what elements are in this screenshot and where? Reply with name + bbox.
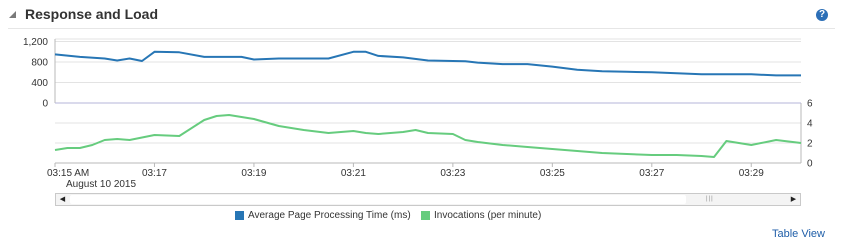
x-axis: 03:15 AM 03:17 03:19 03:21 03:23 03:25 03:27 03… [47,162,801,190]
arrow-left-icon[interactable]: ◀ [59,196,66,203]
y-tick-label: 1,200 [23,37,48,48]
scrollbar-thumb[interactable] [70,195,686,204]
y-tick-label: 400 [31,78,48,89]
x-tick-label: 03:21 [341,168,366,179]
chart-scrollbar[interactable]: ◀ ||| ▶ [55,193,801,206]
y-tick-label: 4 [807,119,813,130]
x-tick-label: 03:25 [540,168,565,179]
x-tick-label: 03:29 [739,168,764,179]
panel-title: Response and Load [25,6,159,22]
x-tick-label: 03:17 [142,168,167,179]
series-invocations [54,114,802,158]
legend-item-invocations[interactable]: Invocations (per minute) [421,208,541,222]
top-gridlines [55,38,801,84]
chart-legend: Average Page Processing Time (ms) Invoca… [0,208,843,222]
x-tick-label: 03:19 [241,168,266,179]
y-tick-label: 0 [807,159,813,170]
collapse-triangle-icon[interactable] [9,11,16,18]
x-tick-label: 03:23 [440,168,465,179]
x-tick-label: 03:27 [639,168,664,179]
legend-swatch [235,210,244,220]
legend-swatch [421,210,430,220]
panel-header: Response and Load ? [0,0,843,30]
response-load-chart: 0 400 800 1,200 0 2 4 6 03:15 AM 03:17 03:19 03:2… [23,37,813,190]
x-date-label: August 10 2015 [66,179,136,190]
grip-lines-icon[interactable]: ||| [706,196,714,202]
bottom-y-axis: 0 2 4 6 [800,99,813,170]
legend-label: Invocations (per minute) [434,209,542,221]
help-icon[interactable]: ? [816,9,828,21]
legend-label: Average Page Processing Time (ms) [248,209,411,221]
series-processing-time [54,50,801,77]
bottom-gridlines [55,122,801,144]
y-tick-label: 2 [807,139,813,150]
y-tick-label: 800 [31,58,48,69]
x-tick-label: 03:15 AM [47,168,89,179]
y-tick-label: 0 [42,99,48,110]
top-y-axis: 0 400 800 1,200 [23,37,56,110]
arrow-right-icon[interactable]: ▶ [790,196,797,203]
table-view-link[interactable]: Table View [772,228,825,240]
series-line [54,114,802,158]
legend-item-processing-time[interactable]: Average Page Processing Time (ms) [235,208,411,222]
series-line [54,50,801,77]
y-tick-label: 6 [807,99,813,110]
header-divider [8,28,835,29]
